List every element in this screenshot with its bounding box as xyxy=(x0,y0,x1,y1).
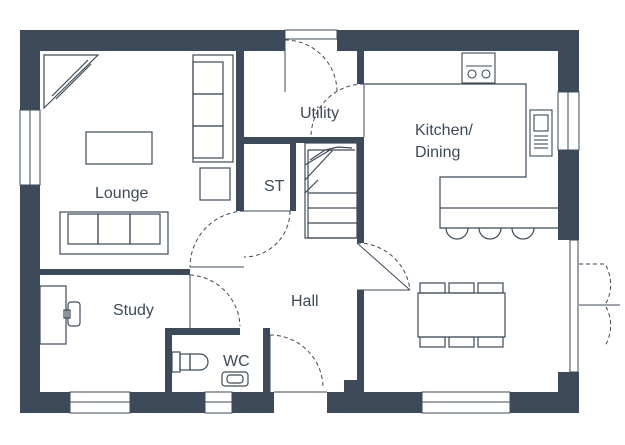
dining-chair-icon xyxy=(419,282,504,348)
door-swing-icon xyxy=(189,39,620,393)
sofa-icon xyxy=(59,211,169,255)
bar-stool-icon xyxy=(445,227,535,240)
toilet-icon xyxy=(179,353,209,371)
basin-icon xyxy=(221,371,249,387)
coffee-table-icon xyxy=(85,131,153,165)
kitchen-worktop xyxy=(364,83,558,229)
sofa-icon xyxy=(192,54,234,163)
room-label-wc: WC xyxy=(223,353,250,370)
sink-icon xyxy=(529,109,553,157)
room-label-kitchen: Kitchen/ xyxy=(415,122,473,139)
room-label-st: ST xyxy=(264,178,285,195)
room-label-utility: Utility xyxy=(300,105,340,122)
basin-icon xyxy=(171,351,181,373)
desk-chair-icon xyxy=(63,301,81,327)
internal-walls xyxy=(40,51,364,413)
armchair-icon xyxy=(199,167,231,201)
room-label-study: Study xyxy=(113,302,154,319)
staircase-icon xyxy=(304,142,358,239)
hob-icon xyxy=(461,52,496,84)
external-walls xyxy=(20,30,579,413)
room-label-dining: Dining xyxy=(415,144,461,161)
room-label-lounge: Lounge xyxy=(95,185,149,202)
dining-table-icon xyxy=(417,292,506,338)
window-icon xyxy=(19,29,580,414)
fireplace-icon xyxy=(43,54,100,110)
room-label-hall: Hall xyxy=(291,293,319,310)
desk-icon xyxy=(39,285,67,345)
